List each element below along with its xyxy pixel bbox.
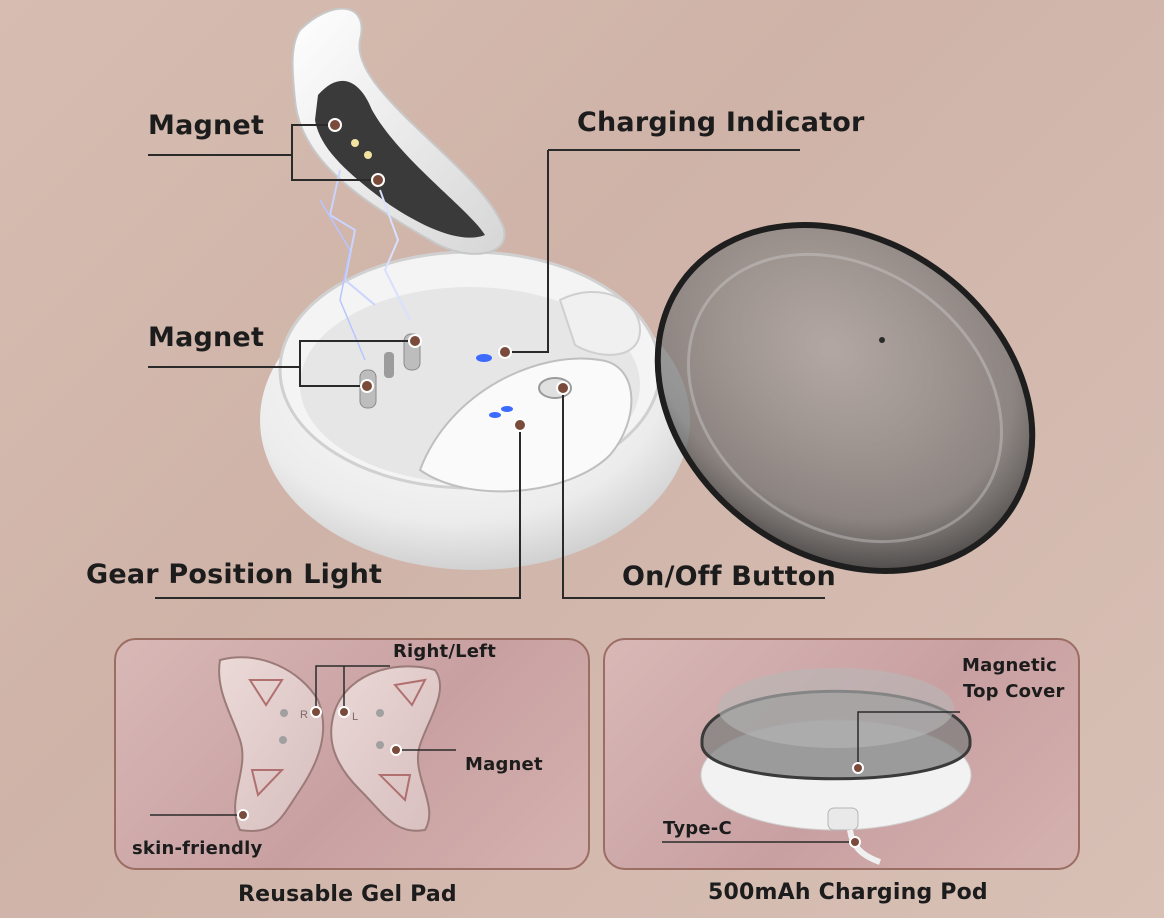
gel-pad-left	[330, 665, 441, 832]
charging-indicator-label: Charging Indicator	[577, 107, 865, 138]
charging-pod-caption: 500mAh Charging Pod	[708, 880, 988, 905]
pad-letter-r: R	[300, 709, 308, 721]
top-cover-label-line1: Magnetic	[962, 655, 1058, 676]
charging-base	[260, 250, 690, 570]
gel-pad-caption: Reusable Gel Pad	[238, 882, 457, 907]
pad-letter-l: L	[352, 711, 358, 723]
charging-pod	[700, 668, 972, 865]
gel-pad-leaders	[150, 665, 456, 816]
top-cover	[654, 222, 1036, 574]
gel-pad-right	[218, 656, 325, 832]
magnet-mid-label: Magnet	[148, 322, 265, 353]
skin-friendly-label: skin-friendly	[132, 838, 263, 859]
on-off-button-label: On/Off Button	[622, 561, 836, 592]
top-cover-label-line2: Top Cover	[963, 681, 1065, 702]
charging-pod-dots	[849, 762, 864, 848]
charging-pod-leaders	[662, 711, 960, 843]
callout-leaders	[148, 124, 825, 599]
gel-pad-dots	[237, 706, 402, 821]
floating-device	[291, 7, 506, 361]
right-left-label: Right/Left	[393, 641, 497, 662]
gear-position-light-label: Gear Position Light	[86, 559, 383, 590]
callout-dots	[328, 118, 570, 432]
type-c-label: Type-C	[663, 818, 732, 839]
gel-pad-magnet-label: Magnet	[465, 754, 543, 775]
magnet-top-label: Magnet	[148, 110, 265, 141]
